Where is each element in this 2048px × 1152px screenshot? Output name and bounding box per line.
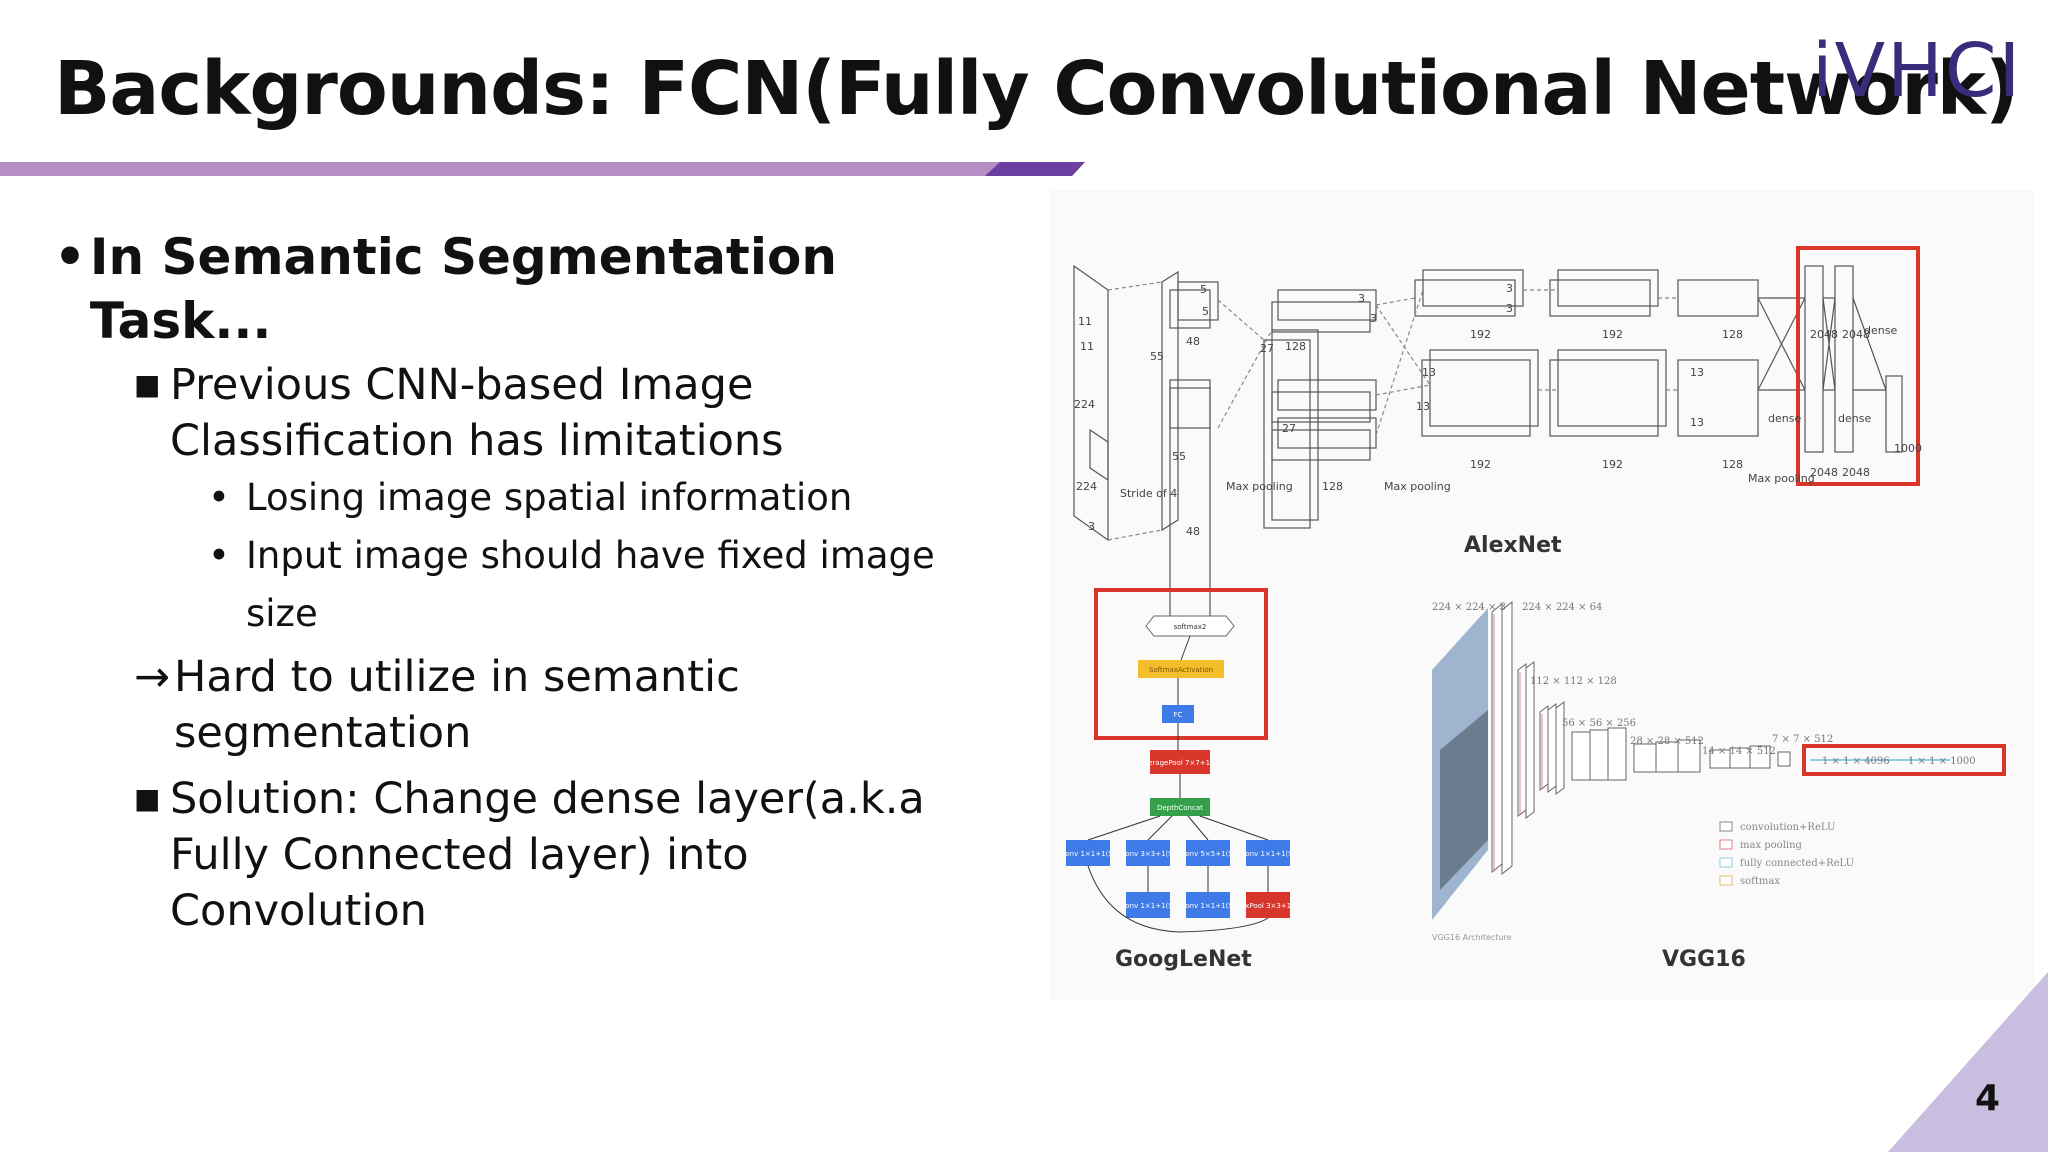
svg-text:192: 192 xyxy=(1602,328,1623,341)
vgg16-dims: 224 × 224 × 3 224 × 224 × 64 112 × 112 ×… xyxy=(1432,602,1976,767)
svg-text:Stride of 4: Stride of 4 xyxy=(1120,487,1177,500)
vgg16-caption: VGG16 xyxy=(1662,947,1746,972)
svg-text:DepthConcat: DepthConcat xyxy=(1157,804,1203,812)
svg-text:softmax2: softmax2 xyxy=(1174,623,1207,631)
svg-text:192: 192 xyxy=(1470,458,1491,471)
svg-text:Conv 1×1+1(S): Conv 1×1+1(S) xyxy=(1121,902,1176,910)
svg-text:3: 3 xyxy=(1506,302,1513,315)
slide-title: Backgrounds: FCN(Fully Convolutional Net… xyxy=(54,46,2018,132)
svg-text:112 × 112 × 128: 112 × 112 × 128 xyxy=(1530,676,1617,687)
sub-bullet-item: • Losing image spatial information xyxy=(208,469,984,527)
bullet-item: ■ Solution: Change dense layer(a.k.a Ful… xyxy=(134,771,984,939)
square-bullet-icon: ■ xyxy=(134,357,170,469)
svg-text:Max pooling: Max pooling xyxy=(1384,480,1451,493)
svg-text:1 × 1 × 1000: 1 × 1 × 1000 xyxy=(1908,756,1976,767)
svg-text:224: 224 xyxy=(1074,398,1095,411)
svg-text:3: 3 xyxy=(1370,312,1377,325)
svg-text:55: 55 xyxy=(1150,350,1164,363)
svg-text:128: 128 xyxy=(1322,480,1343,493)
svg-text:192: 192 xyxy=(1602,458,1623,471)
alexnet-diagram xyxy=(1074,266,1902,622)
conclusion-item: → Hard to utilize in semantic segmentati… xyxy=(134,649,984,761)
corner-decoration xyxy=(1888,972,2048,1152)
title-accent-bar xyxy=(0,162,1085,176)
googlenet-diagram: softmax2 SoftmaxActivation FC AveragePoo… xyxy=(1061,590,1302,932)
svg-text:2048: 2048 xyxy=(1810,328,1838,341)
right-arrow-icon: → xyxy=(134,649,170,761)
svg-text:max pooling: max pooling xyxy=(1740,840,1803,851)
svg-text:1000: 1000 xyxy=(1894,442,1922,455)
svg-text:Max pooling: Max pooling xyxy=(1226,480,1293,493)
svg-text:224 × 224 × 64: 224 × 224 × 64 xyxy=(1522,602,1602,613)
svg-text:128: 128 xyxy=(1285,340,1306,353)
svg-text:1 × 1 × 4096: 1 × 1 × 4096 xyxy=(1822,756,1890,767)
bullet-list: • In Semantic Segmentation Task... ■ Pre… xyxy=(54,225,984,939)
svg-text:7 × 7 × 512: 7 × 7 × 512 xyxy=(1772,734,1833,745)
vgg16-footnote: VGG16 Architecture xyxy=(1432,933,1512,942)
svg-text:56 × 56 × 256: 56 × 56 × 256 xyxy=(1562,718,1636,729)
bullet-dot-icon: • xyxy=(54,225,90,353)
svg-text:Conv 3×3+1(S): Conv 3×3+1(S) xyxy=(1121,850,1176,858)
sub-bullet-item: • Input image should have fixed image si… xyxy=(208,527,984,643)
square-bullet-icon: ■ xyxy=(134,771,170,939)
svg-text:dense: dense xyxy=(1768,412,1801,425)
ivhci-logo: iVHCI xyxy=(1810,30,2020,110)
vgg16-legend: convolution+ReLU max pooling fully conne… xyxy=(1720,822,1854,887)
svg-text:55: 55 xyxy=(1172,450,1186,463)
svg-text:224 × 224 × 3: 224 × 224 × 3 xyxy=(1432,602,1506,613)
svg-text:2048: 2048 xyxy=(1810,466,1838,479)
svg-text:dense: dense xyxy=(1838,412,1871,425)
svg-text:13: 13 xyxy=(1416,400,1430,413)
svg-text:224: 224 xyxy=(1076,480,1097,493)
svg-text:27: 27 xyxy=(1282,422,1296,435)
svg-text:2048: 2048 xyxy=(1842,466,1870,479)
svg-text:SoftmaxActivation: SoftmaxActivation xyxy=(1149,666,1213,674)
svg-text:5: 5 xyxy=(1200,283,1207,296)
svg-text:fully connected+ReLU: fully connected+ReLU xyxy=(1740,858,1854,869)
svg-text:Conv 1×1+1(S): Conv 1×1+1(S) xyxy=(1241,850,1296,858)
svg-text:MaxPool 3×3+1(S): MaxPool 3×3+1(S) xyxy=(1235,902,1301,910)
svg-text:5: 5 xyxy=(1202,305,1209,318)
svg-text:48: 48 xyxy=(1186,335,1200,348)
vgg16-diagram: 224 × 224 × 3 224 × 224 × 64 112 × 112 ×… xyxy=(1432,602,2004,942)
svg-text:Conv 1×1+1(S): Conv 1×1+1(S) xyxy=(1061,850,1116,858)
svg-text:3: 3 xyxy=(1358,292,1365,305)
svg-text:48: 48 xyxy=(1186,525,1200,538)
bullet-item: ■ Previous CNN-based Image Classificatio… xyxy=(134,357,984,469)
page-number: 4 xyxy=(1975,1078,2000,1119)
svg-text:3: 3 xyxy=(1088,520,1095,533)
svg-text:iVHCI: iVHCI xyxy=(1812,30,2020,110)
svg-text:convolution+ReLU: convolution+ReLU xyxy=(1740,822,1835,833)
svg-text:13: 13 xyxy=(1690,366,1704,379)
bullet-dot-icon: • xyxy=(208,469,246,527)
svg-text:11: 11 xyxy=(1080,340,1094,353)
svg-text:11: 11 xyxy=(1078,315,1092,328)
svg-text:128: 128 xyxy=(1722,458,1743,471)
svg-text:Conv 5×5+1(S): Conv 5×5+1(S) xyxy=(1181,850,1236,858)
svg-text:27: 27 xyxy=(1260,342,1274,355)
svg-text:128: 128 xyxy=(1722,328,1743,341)
googlenet-caption: GoogLeNet xyxy=(1115,947,1252,972)
svg-text:13: 13 xyxy=(1690,416,1704,429)
svg-text:AveragePool 7×7+1(V): AveragePool 7×7+1(V) xyxy=(1140,759,1221,767)
svg-text:dense: dense xyxy=(1864,324,1897,337)
svg-text:28 × 28 × 512: 28 × 28 × 512 xyxy=(1630,736,1704,747)
svg-text:Max pooling: Max pooling xyxy=(1748,472,1815,485)
cnn-architectures-figure: 11 11 224 224 3 Stride of 4 5 5 48 55 55… xyxy=(1050,190,2035,1000)
svg-text:3: 3 xyxy=(1506,282,1513,295)
svg-text:FC: FC xyxy=(1174,711,1183,719)
alexnet-caption: AlexNet xyxy=(1464,533,1562,558)
bullet-heading: • In Semantic Segmentation Task... xyxy=(54,225,984,353)
svg-text:192: 192 xyxy=(1470,328,1491,341)
svg-text:softmax: softmax xyxy=(1740,876,1780,887)
svg-text:13: 13 xyxy=(1422,366,1436,379)
svg-text:14 × 14 × 512: 14 × 14 × 512 xyxy=(1702,746,1776,757)
svg-text:Conv 1×1+1(S): Conv 1×1+1(S) xyxy=(1181,902,1236,910)
bullet-dot-icon: • xyxy=(208,527,246,643)
